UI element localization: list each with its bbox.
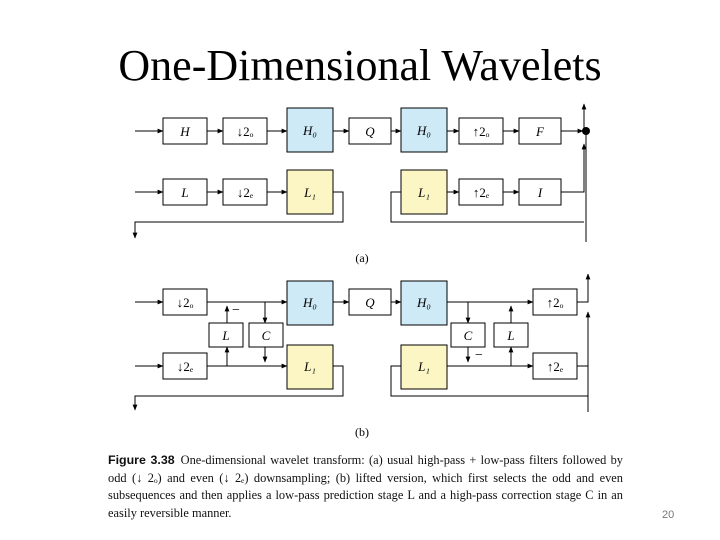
- page-number: 20: [662, 509, 675, 521]
- diagram-b: [132, 273, 591, 412]
- block-a-q: Q: [365, 124, 375, 139]
- caption-text: One-dimensional wavelet transform: (a) u…: [108, 453, 624, 520]
- block-a-l: L: [180, 185, 188, 200]
- block-a-h: H: [179, 124, 190, 139]
- block-b-l-left: L: [221, 328, 229, 343]
- block-a-h0-right: H₀: [416, 123, 431, 138]
- block-b-c-right: C: [464, 328, 473, 343]
- diagram-a-blocks: [162, 107, 590, 215]
- block-b-up-even: ↑2ₑ: [547, 359, 564, 374]
- block-b-h0-right: H₀: [416, 295, 431, 310]
- block-b-l1-left: L₁: [303, 359, 316, 374]
- figure-label: Figure 3.38: [108, 453, 175, 467]
- block-a-down-odd: ↓2ₒ: [237, 124, 254, 139]
- block-a-h0-left: H₀: [302, 123, 317, 138]
- block-b-l1-right: L₁: [417, 359, 430, 374]
- minus-sign-right: −: [475, 348, 483, 363]
- block-b-down-odd: ↓2ₒ: [177, 295, 194, 310]
- block-a-l1-left: L₁: [303, 185, 316, 200]
- block-a-down-even: ↓2ₑ: [237, 185, 254, 200]
- block-a-f: F: [535, 124, 545, 139]
- block-b-l-right: L: [506, 328, 514, 343]
- block-a-l1-right: L₁: [417, 185, 430, 200]
- block-b-h0-left: H₀: [302, 295, 317, 310]
- block-b-up-odd: ↑2ₒ: [547, 295, 564, 310]
- minus-sign-left: −: [232, 303, 240, 318]
- slide-title: One-Dimensional Wavelets: [118, 41, 602, 90]
- block-b-down-even: ↓2ₑ: [177, 359, 194, 374]
- diagram-a: [132, 103, 587, 242]
- diagram-a-label: (a): [355, 251, 368, 265]
- diagram-b-blocks: [162, 280, 578, 390]
- block-a-i: I: [537, 185, 543, 200]
- block-a-up-odd: ↑2ₒ: [473, 124, 490, 139]
- block-b-c-left: C: [262, 328, 271, 343]
- block-b-q: Q: [365, 295, 375, 310]
- diagram-b-label: (b): [355, 425, 369, 439]
- block-a-up-even: ↑2ₑ: [473, 185, 490, 200]
